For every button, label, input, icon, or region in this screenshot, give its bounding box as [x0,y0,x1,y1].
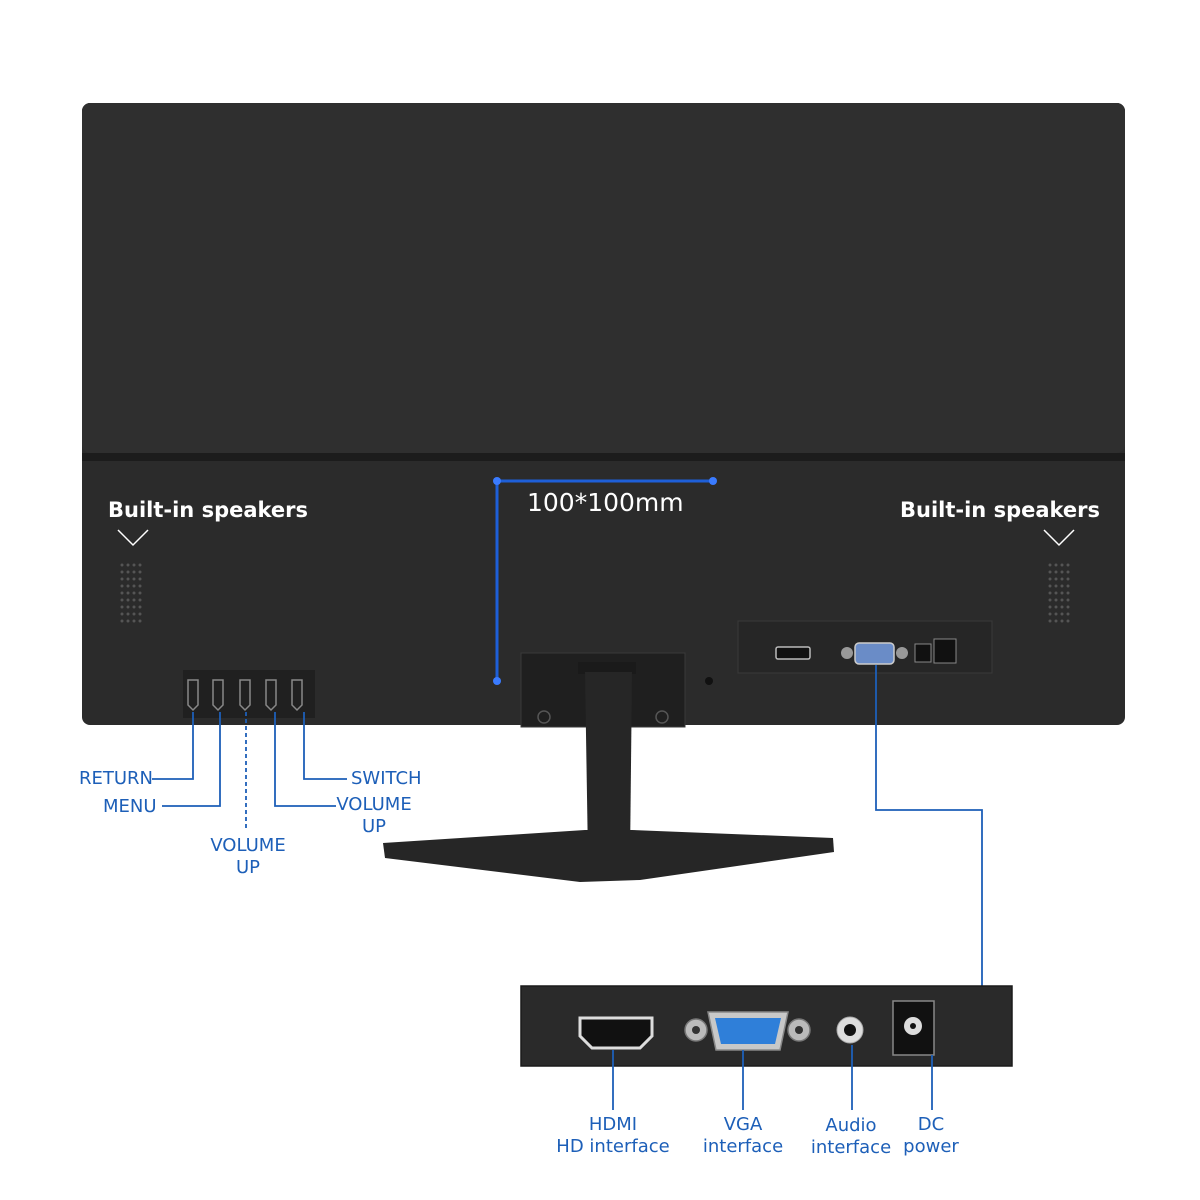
detail-vga-port [684,1011,811,1051]
return-button-label: RETURN [79,768,154,789]
vga-port-label: VGA interface [702,1114,784,1157]
port-callout-lines [612,1045,933,1110]
monitor-hdmi-port [775,646,811,660]
audio-port-label: Audio interface [810,1115,892,1158]
vesa-label: 100*100mm [527,488,684,517]
dc-power-label: DC power [903,1114,959,1157]
stand-base [383,830,834,882]
vga-callout-line [875,665,983,986]
detail-hdmi-port [578,1016,654,1050]
stand-neck-top [578,662,636,674]
button-callout-lines [152,712,347,830]
control-buttons [183,670,315,718]
kensington-hole [705,677,713,685]
detail-dc-port [892,1000,935,1056]
switch-button-label: SWITCH [351,768,422,789]
monitor-upper-panel [82,103,1125,453]
menu-button-label: MENU [103,796,157,817]
detail-audio-port [836,1016,864,1044]
left-speaker-grille [120,563,142,623]
left-speaker-label: Built-in speakers [108,498,309,522]
volume-up-label-right: VOLUME UP [336,794,412,837]
mount-screw-right [655,710,669,724]
stand-neck [585,672,632,858]
right-speaker-grille [1048,563,1070,623]
left-speaker-chevron [117,529,149,547]
mount-screw-left [537,710,551,724]
right-speaker-label: Built-in speakers [900,498,1101,522]
panel-divider [82,453,1125,461]
monitor-vga-port [841,642,908,665]
hdmi-port-label: HDMI HD interface [556,1114,670,1157]
monitor-audio-port [914,643,932,663]
right-speaker-chevron [1043,529,1075,547]
vesa-bracket [493,477,717,685]
volume-up-label-left: VOLUME UP [210,835,286,878]
monitor-dc-port [933,638,957,664]
